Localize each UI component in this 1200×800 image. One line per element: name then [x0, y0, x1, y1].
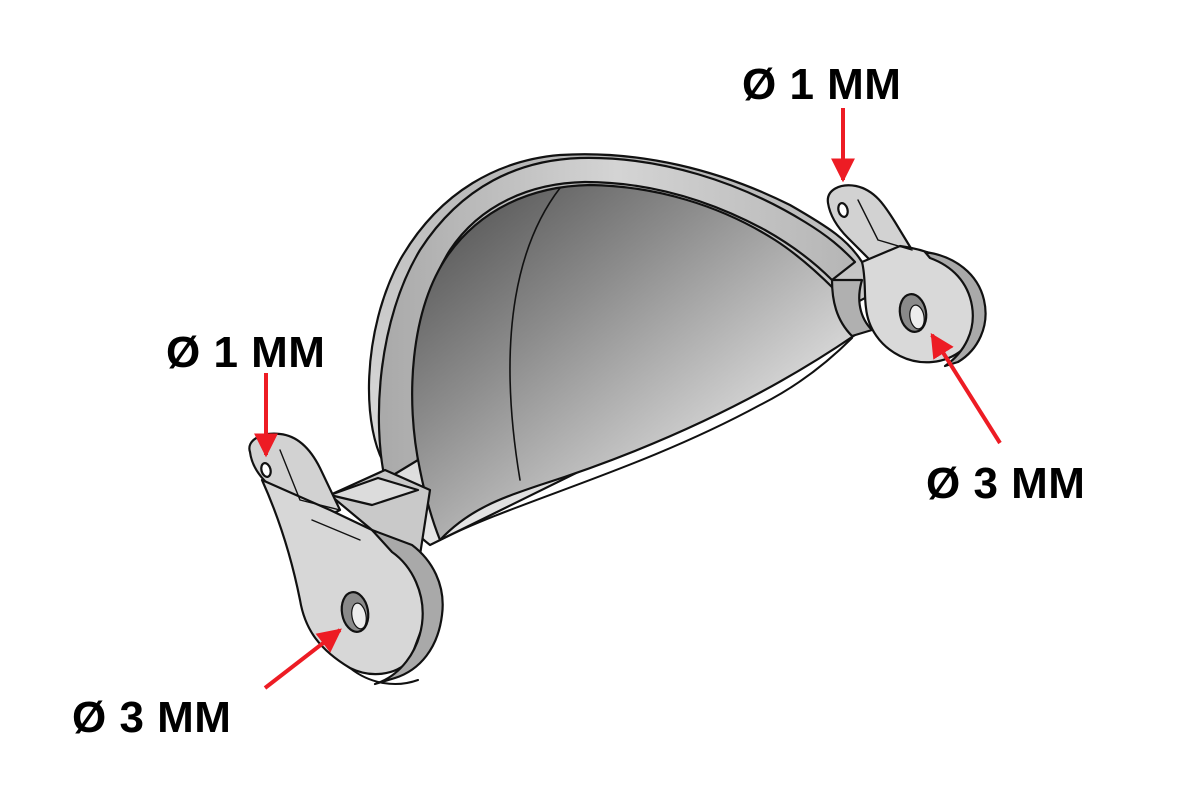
label-left-small-hole: Ø 1 MM [166, 328, 326, 377]
left-plate-edge [349, 667, 419, 685]
bowl-seam [509, 187, 561, 481]
left-arm-top [328, 476, 420, 507]
cup-part [248, 153, 987, 686]
label-top-right-hole: Ø 1 MM [742, 60, 902, 109]
inner-bowl [411, 183, 857, 542]
right-3mm-hole-inner [909, 304, 925, 330]
rim-band [377, 156, 857, 482]
bowl-lower-edge [439, 337, 853, 541]
arrow-right-3mm [930, 332, 1002, 445]
left-1mm-hole [260, 462, 272, 478]
right-tab-detail [857, 199, 913, 251]
left-plate-side [370, 528, 444, 686]
label-left-pivot-hole: Ø 3 MM [72, 693, 232, 742]
callout-arrows [254, 108, 1002, 690]
arrow-left-3mm [263, 628, 342, 690]
label-right-pivot-hole: Ø 3 MM [926, 459, 1086, 508]
left-3mm-hole-inner [351, 602, 367, 630]
left-tab-detail [279, 449, 361, 541]
right-1mm-hole [837, 202, 849, 218]
